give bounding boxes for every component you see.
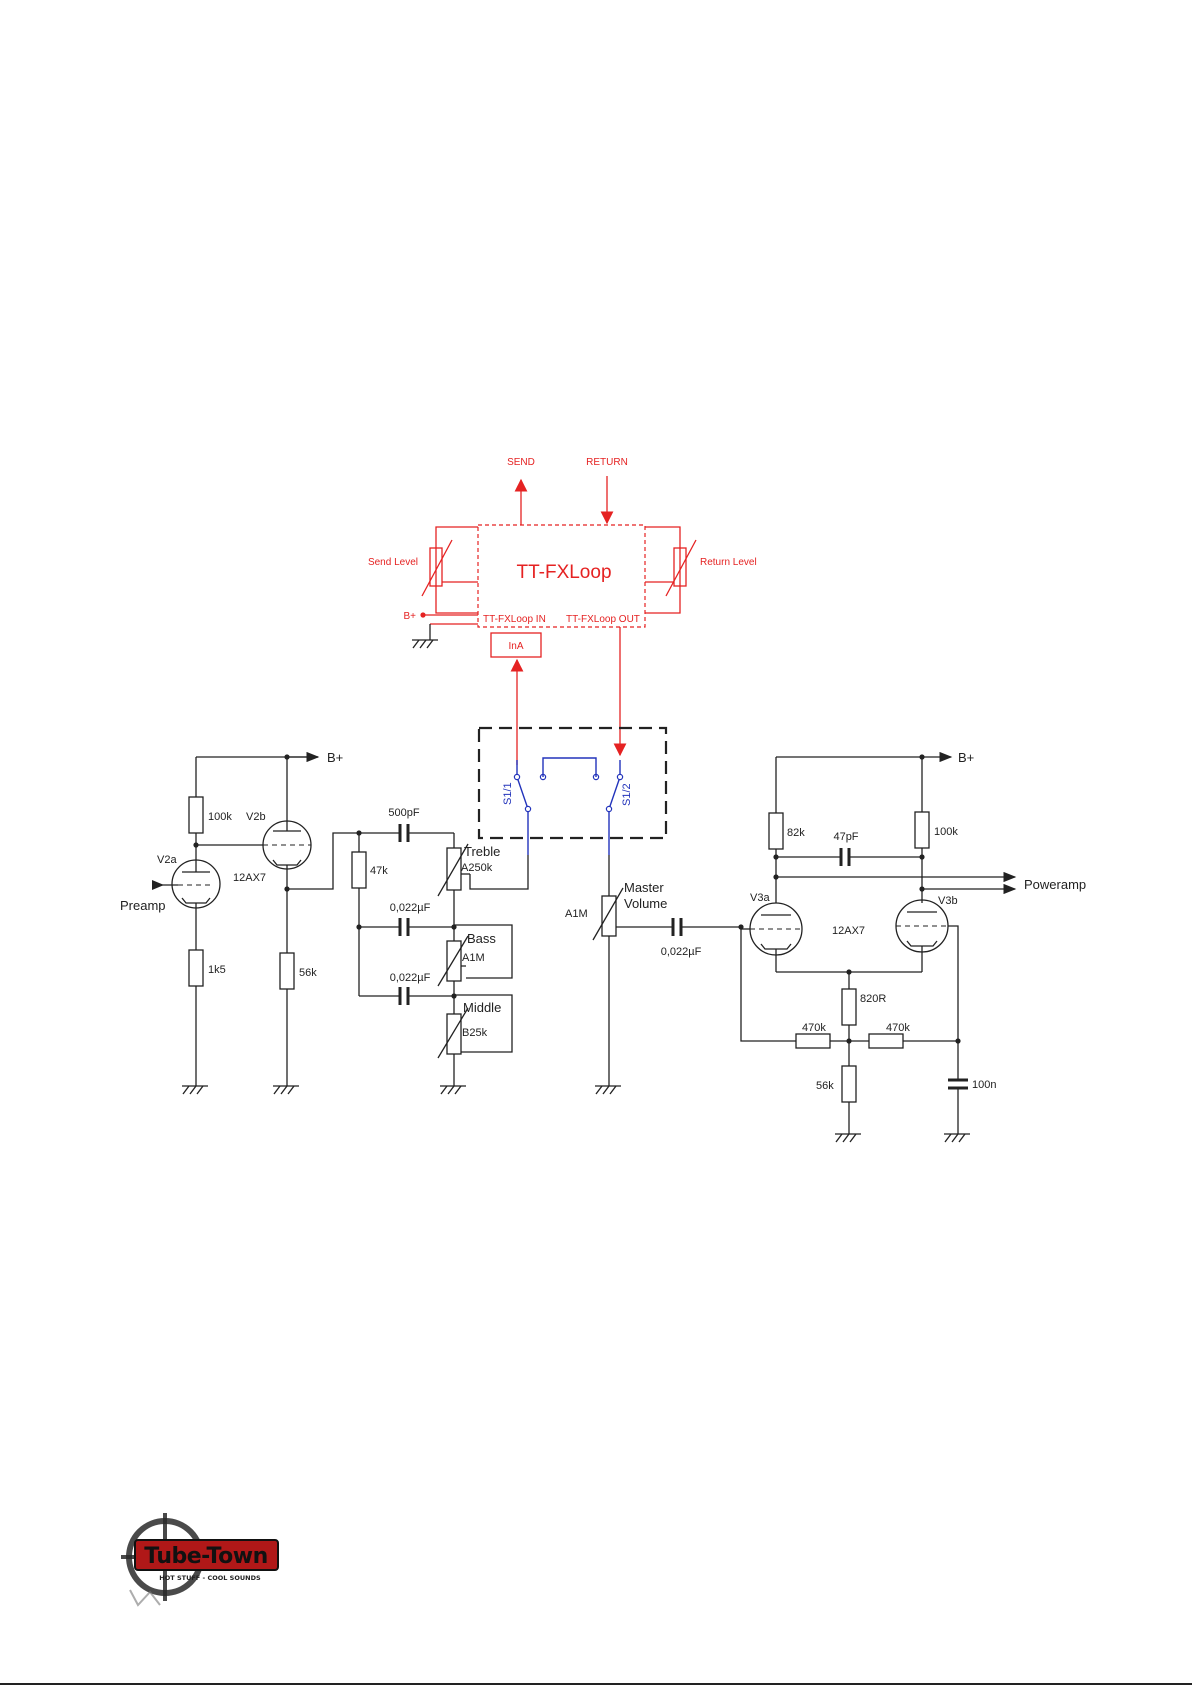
- fxloop-box: [477, 524, 646, 628]
- pi-r820: 820R: [860, 993, 886, 1005]
- footer-rule: [0, 1683, 1192, 1685]
- master-volume: Master Volume A1M 0,022µF: [565, 855, 741, 1095]
- return-level-label: Return Level: [700, 557, 757, 568]
- v3a-label: V3a: [750, 892, 770, 904]
- a1m-label: A1M: [462, 952, 485, 964]
- r47k-label: 47k: [370, 865, 388, 877]
- ground-icon: [835, 1133, 861, 1143]
- tonestack: 500pF 47k Treble A250k 0,022µF Bass A1M: [351, 807, 529, 1095]
- pi-r470a: 470k: [802, 1022, 826, 1034]
- return-level-pot: [645, 526, 697, 614]
- pi-r470b: 470k: [886, 1022, 910, 1034]
- c1-label: 0,022µF: [390, 902, 431, 914]
- switch-s1: S1/1 S1/2: [477, 726, 668, 855]
- master-label-2: Volume: [624, 896, 667, 911]
- a250k-label: A250k: [461, 862, 493, 874]
- pi-c47pf: 47pF: [833, 831, 858, 843]
- pi-tube-label: 12AX7: [832, 925, 865, 937]
- fxloop-ground-icon: [412, 624, 438, 649]
- fxloop-in-label: TT-FXLoop IN: [483, 614, 546, 625]
- master-label-1: Master: [624, 880, 664, 895]
- v2a-label: V2a: [157, 854, 177, 866]
- logo-tagline: HOT STUFF - COOL SOUNDS: [159, 1574, 261, 1582]
- master-a1m-label: A1M: [565, 908, 588, 920]
- ground-icon: [440, 1085, 466, 1095]
- send-label: SEND: [507, 457, 535, 468]
- logo-text: Tube-Town: [144, 1544, 268, 1569]
- preamp-input-label: Preamp: [120, 898, 166, 913]
- v3b-tube: [895, 899, 949, 953]
- treble-label: Treble: [464, 844, 500, 859]
- fxloop-module: TT-FXLoop SEND RETURN Send Level Return …: [368, 457, 757, 765]
- c500pf-label: 500pF: [388, 807, 419, 819]
- ina-box: [490, 632, 542, 658]
- v3b-label: V3b: [938, 895, 958, 907]
- ground-icon: [595, 1085, 621, 1095]
- send-level-label: Send Level: [368, 557, 418, 568]
- ground-icon: [944, 1133, 970, 1143]
- fxloop-bplus-label: B+: [403, 611, 416, 622]
- b25k-label: B25k: [462, 1027, 488, 1039]
- ground-icon: [273, 1085, 299, 1095]
- pi-bplus: B+: [958, 750, 974, 765]
- preamp-bplus: B+: [327, 750, 343, 765]
- preamp-r56k: 56k: [299, 967, 317, 979]
- send-level-pot: [421, 526, 478, 614]
- s11-label: S1/1: [502, 782, 514, 805]
- return-label: RETURN: [586, 457, 628, 468]
- fxloop-out-label: TT-FXLoop OUT: [566, 614, 640, 625]
- s12-label: S1/2: [621, 783, 633, 806]
- c2-label: 0,022µF: [390, 972, 431, 984]
- ina-label: InA: [508, 641, 523, 652]
- poweramp-label: Poweramp: [1024, 877, 1086, 892]
- ground-icon: [182, 1085, 208, 1095]
- preamp-tube-label: 12AX7: [233, 872, 266, 884]
- coupling-cap-label: 0,022µF: [661, 946, 702, 958]
- pi-r82k: 82k: [787, 827, 805, 839]
- phase-inverter: B+ 82k 100k 47pF Poweramp V3a: [738, 750, 1086, 1143]
- bass-label: Bass: [467, 931, 496, 946]
- preamp-r1k5: 1k5: [208, 964, 226, 976]
- middle-label: Middle: [463, 1000, 501, 1015]
- pi-r100k: 100k: [934, 826, 958, 838]
- tube-town-logo: Tube-Town HOT STUFF - COOL SOUNDS: [121, 1513, 279, 1607]
- preamp-stage: B+ 100k V2a Preamp 1k5: [120, 750, 359, 1095]
- switch-enclosure: [477, 726, 668, 840]
- fxloop-title: TT-FXLoop: [516, 562, 611, 583]
- pi-c100n: 100n: [972, 1079, 996, 1091]
- v2b-label: V2b: [246, 811, 266, 823]
- preamp-r100k: 100k: [208, 811, 232, 823]
- v3a-tube: [749, 902, 803, 956]
- pi-r56k: 56k: [816, 1080, 834, 1092]
